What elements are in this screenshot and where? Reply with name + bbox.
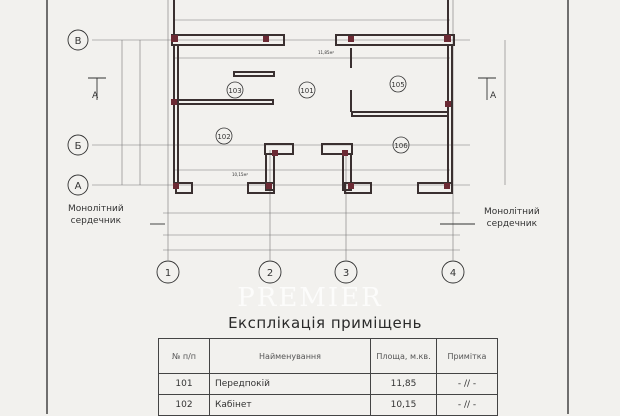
- watermark: PREMIER: [237, 283, 383, 313]
- room-105: 105: [391, 81, 404, 89]
- table-row: 102 Кабінет 10,15 - // -: [158, 394, 498, 416]
- header-number: № п/п: [158, 338, 210, 374]
- room-circles: [215, 75, 410, 154]
- axis-row-a: А: [75, 181, 82, 192]
- section-mark-left: А: [92, 91, 99, 101]
- room-102: 102: [217, 133, 230, 141]
- table-row: 101 Передпокій 11,85 - // -: [158, 373, 498, 395]
- axis-col-1: 1: [165, 268, 171, 279]
- cell: Кабінет: [209, 394, 371, 416]
- left-core-note: Монолітний сердечник: [68, 203, 124, 227]
- header-area: Площа, м.кв.: [370, 338, 437, 374]
- right-core-note: Монолітний сердечник: [484, 206, 540, 230]
- area-102: 10,15м²: [232, 172, 248, 177]
- axis-markers: [67, 29, 496, 284]
- cell: Передпокій: [209, 373, 371, 395]
- room-101: 101: [300, 87, 313, 95]
- note-line: сердечник: [70, 216, 122, 226]
- section-mark-right: А: [490, 91, 497, 101]
- axis-col-3: 3: [343, 268, 349, 279]
- header-name: Найменування: [209, 338, 371, 374]
- cell: - // -: [436, 373, 498, 395]
- note-line: Монолітний: [484, 207, 540, 217]
- cell: - // -: [436, 394, 498, 416]
- explication-title: Експлікація приміщень: [228, 314, 422, 332]
- room-106: 106: [394, 142, 408, 150]
- table-header: № п/п Найменування Площа, м.кв. Примітка: [158, 338, 498, 374]
- cell: 101: [158, 373, 210, 395]
- cell: 11,85: [370, 373, 437, 395]
- area-101: 11,85м²: [318, 50, 334, 55]
- cell: 10,15: [370, 394, 437, 416]
- grid-lines: [92, 0, 506, 260]
- axis-row-b: Б: [75, 141, 82, 152]
- header-note: Примітка: [436, 338, 498, 374]
- room-103: 103: [228, 87, 241, 95]
- note-line: Монолітний: [68, 204, 124, 214]
- note-line: сердечник: [486, 219, 538, 229]
- cell: 102: [158, 394, 210, 416]
- columns: [171, 35, 451, 189]
- axis-col-4: 4: [450, 268, 456, 279]
- axis-row-v: В: [75, 36, 82, 47]
- axis-col-2: 2: [267, 268, 273, 279]
- explication-table: № п/п Найменування Площа, м.кв. Примітка…: [158, 338, 498, 416]
- walls: [171, 0, 455, 194]
